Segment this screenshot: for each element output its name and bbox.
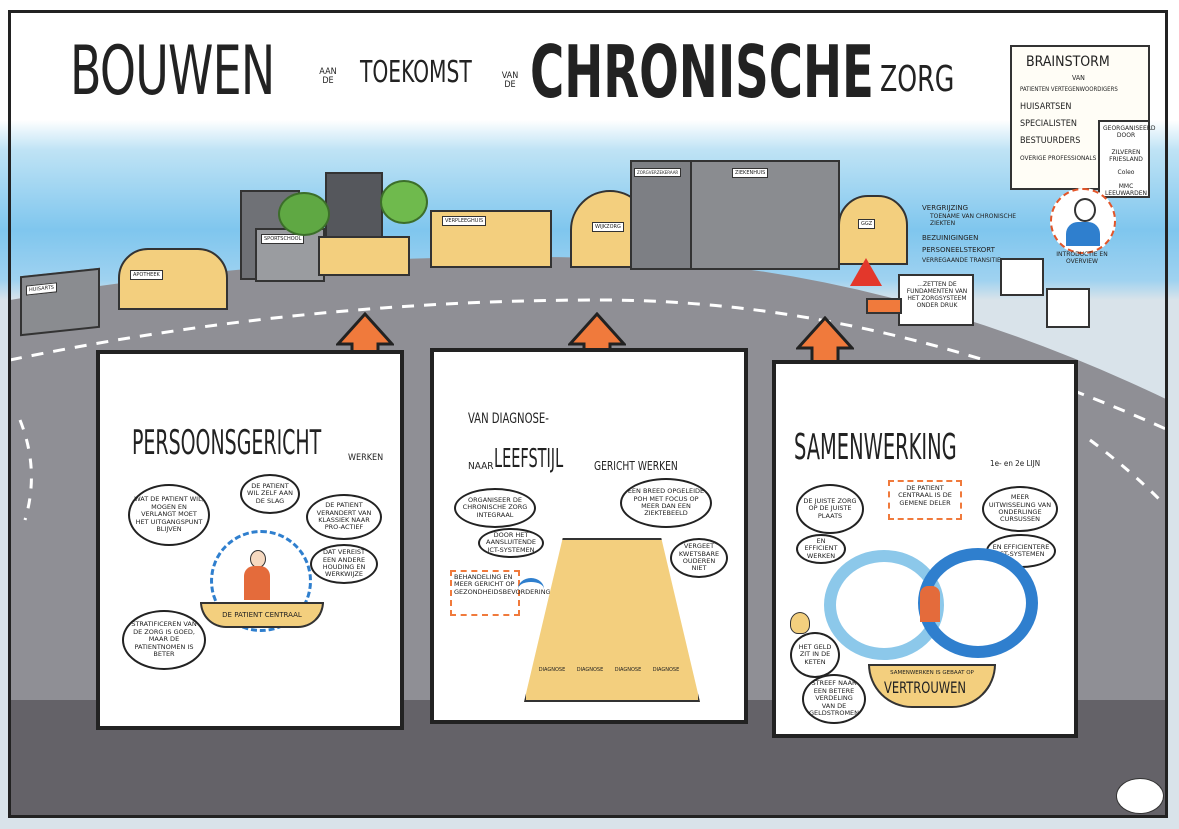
sign-verpleeghuis: VERPLEEGHUIS bbox=[442, 216, 487, 226]
organizer-1: ZILVEREN FRIESLAND bbox=[1109, 149, 1143, 163]
presenter-caption: INTRODUCTIE EN OVERVIEW bbox=[1056, 251, 1108, 265]
organizer-label: GEORGANISEERD DOOR bbox=[1103, 125, 1156, 139]
panel2-arch-1: DIAGNOSE bbox=[538, 667, 566, 673]
chart-sketch-icon bbox=[1000, 258, 1044, 296]
pressure-note: VERGRIJZING TOENAME VAN CHRONISCHE ZIEKT… bbox=[916, 196, 1032, 274]
panel3-ribbon-big: VERTROUWEN bbox=[884, 678, 967, 697]
warning-icon bbox=[850, 258, 882, 286]
money-bag-icon bbox=[790, 612, 810, 634]
sign-apotheek: APOTHEEK bbox=[130, 270, 163, 280]
title-word-chronische: CHRONISCHE bbox=[530, 30, 874, 114]
fundament-arrow bbox=[866, 298, 902, 314]
title-small-van-de: VAN DE bbox=[501, 71, 519, 90]
title-word-zorg: ZORG bbox=[880, 59, 955, 100]
sign-zorgverzekeraar: ZORGVERZEKERAAR bbox=[634, 168, 682, 177]
panel3-bubble-2: EN EFFICIENT WERKEN bbox=[796, 534, 846, 564]
panel3-bubble-3: MEER UITWISSELING VAN ONDERLINGE CURSUSS… bbox=[982, 486, 1058, 532]
tree-2 bbox=[380, 180, 428, 224]
panel2-bubble-1: ORGANISEER DE CHRONISCHE ZORG INTEGRAAL bbox=[454, 488, 536, 528]
panel1-bubble-3: DE PATIENT VERANDERT VAN KLASSIEK NAAR P… bbox=[306, 494, 382, 540]
panel3-ribbon: SAMENWERKEN IS GEBAAT OP VERTROUWEN bbox=[868, 664, 996, 708]
pressure-item-3: BEZUINIGINGEN bbox=[922, 234, 979, 242]
patient-figure-icon bbox=[242, 550, 272, 602]
panel1-bubble-1: WAT DE PATIENT WIL, MOGEN EN VERLANGT MO… bbox=[128, 484, 210, 546]
building-sportschool: SPORTSCHOOL bbox=[255, 228, 325, 282]
building-houses bbox=[318, 236, 410, 276]
organizer-2: Coleo bbox=[1117, 169, 1135, 176]
money-sketch-icon bbox=[1046, 288, 1090, 328]
panel2-line1: VAN DIAGNOSE- bbox=[468, 411, 549, 427]
building-apotheek: APOTHEEK bbox=[118, 248, 228, 310]
presenter-body bbox=[1066, 222, 1100, 246]
fundament-note: ...ZETTEN DE FUNDAMENTEN VAN HET ZORGSYS… bbox=[898, 274, 974, 326]
panel3-suffix: 1e- en 2e LIJN bbox=[990, 459, 1041, 468]
building-ziekenhuis: ZIEKENHUIS bbox=[690, 160, 840, 270]
brainstorm-line-1: PATIENTEN VERTEGENWOORDIGERS bbox=[1020, 86, 1118, 93]
panel2-bubble-3: EEN BREED OPGELEIDE POH MET FOCUS OP MEE… bbox=[620, 478, 712, 528]
panel2-line2-prefix: NAAR bbox=[468, 461, 494, 472]
panel1-ribbon-text: DE PATIENT CENTRAAL bbox=[222, 611, 302, 619]
panel1-suffix: WERKEN bbox=[348, 453, 384, 463]
artist-signature-logo bbox=[1116, 778, 1164, 814]
sign-ggz: GGZ bbox=[858, 219, 876, 229]
building-zorgverzekeraar: ZORGVERZEKERAAR bbox=[630, 160, 700, 270]
panel3-title: SAMENWERKING bbox=[794, 427, 957, 468]
sign-huisarts: HUISARTS bbox=[26, 282, 57, 296]
brainstorm-line-5: OVERIGE PROFESSIONALS bbox=[1020, 154, 1097, 162]
people-group-icon bbox=[1118, 345, 1162, 377]
panel3-note: DE PATIENT CENTRAAL IS DE GEMENE DELER bbox=[888, 480, 962, 520]
panel2-line2-suffix: GERICHT WERKEN bbox=[594, 459, 678, 473]
title-small-aan-de: AAN DE bbox=[319, 67, 337, 86]
sign-sportschool: SPORTSCHOOL bbox=[261, 234, 305, 244]
panel2-note: BEHANDELING EN MEER GERICHT OP GEZONDHEI… bbox=[450, 570, 551, 616]
panel3-bubble-5: HET GELD ZIT IN DE KETEN bbox=[790, 632, 840, 678]
fundament-text: ...ZETTEN DE FUNDAMENTEN VAN HET ZORGSYS… bbox=[906, 281, 968, 309]
presenter-avatar bbox=[1050, 188, 1116, 254]
title-word-bouwen: BOUWEN bbox=[70, 32, 275, 111]
panel2-line2-big: LEEFSTIJL bbox=[494, 444, 564, 474]
building-ggz: GGZ bbox=[838, 195, 908, 265]
panel3-bubble-1: DE JUISTE ZORG OP DE JUISTE PLAATS bbox=[796, 484, 864, 534]
tree-1 bbox=[278, 192, 330, 236]
pressure-item-4: PERSONEELSTEKORT bbox=[922, 246, 995, 254]
brainstorm-van: VAN bbox=[1072, 74, 1085, 82]
panel3-bubble-6: STREEF NAAR EEN BETERE VERDELING VAN DE … bbox=[802, 674, 866, 724]
panel-samenwerking: SAMENWERKING 1e- en 2e LIJN DE JUISTE ZO… bbox=[772, 360, 1078, 738]
panel1-bubble-2: DE PATIENT WIL ZELF AAN DE SLAG bbox=[240, 474, 300, 514]
panel2-note-text: BEHANDELING EN MEER GERICHT OP GEZONDHEI… bbox=[454, 573, 551, 596]
panel3-ribbon-small: SAMENWERKEN IS GEBAAT OP bbox=[890, 670, 974, 676]
presenter-head bbox=[1074, 198, 1096, 222]
panel3-note-text: DE PATIENT CENTRAAL IS DE GEMENE DELER bbox=[898, 484, 952, 507]
brainstorm-line-2: HUISARTSEN bbox=[1020, 102, 1072, 112]
panel2-bubble-2: DOOR HET AANSLUITENDE ICT-SYSTEMEN bbox=[478, 528, 544, 558]
patient-center-circle bbox=[210, 530, 312, 632]
organizer-3: MMC LEEUWARDEN bbox=[1104, 183, 1148, 197]
pressure-item-2: TOENAME VAN CHRONISCHE ZIEKTEN bbox=[930, 213, 1017, 227]
pressure-item-5: VERREGAANDE TRANSITIE bbox=[922, 257, 1001, 264]
organizer-note: GEORGANISEERD DOOR ZILVEREN FRIESLAND Co… bbox=[1098, 120, 1156, 198]
brainstorm-line-4: BESTUURDERS bbox=[1020, 136, 1081, 146]
panel-leefstijl: VAN DIAGNOSE- NAAR LEEFSTIJL GERICHT WER… bbox=[430, 348, 748, 724]
building-huisarts: HUISARTS bbox=[20, 267, 100, 337]
title-word-toekomst: TOEKOMST bbox=[360, 55, 472, 90]
panel1-bubble-5: STRATIFICEREN VAN DE ZORG IS GOED, MAAR … bbox=[122, 610, 206, 670]
panel3-patient-figure-icon bbox=[920, 586, 940, 622]
panel2-arch-2: DIAGNOSE bbox=[576, 667, 604, 673]
panel2-arch-4: DIAGNOSE bbox=[652, 667, 680, 673]
panel1-bubble-4: DAT VEREIST EEN ANDERE HOUDING EN WERKWI… bbox=[310, 544, 378, 584]
sign-wijkzorg: WIJKZORG bbox=[592, 222, 624, 232]
panel2-bubble-4: VERGEET KWETSBARE OUDEREN NIET bbox=[670, 538, 728, 578]
panel2-curved-arrow-icon bbox=[518, 578, 544, 600]
brainstorm-heading: BRAINSTORM bbox=[1026, 54, 1110, 70]
panel1-ribbon: DE PATIENT CENTRAAL bbox=[200, 602, 324, 628]
brainstorm-line-3: SPECIALISTEN bbox=[1020, 119, 1077, 129]
building-verpleeghuis: VERPLEEGHUIS bbox=[430, 210, 552, 268]
panel2-arch-3: DIAGNOSE bbox=[614, 667, 642, 673]
pressure-item-1: VERGRIJZING bbox=[922, 204, 969, 212]
panel1-title: PERSOONSGERICHT bbox=[132, 423, 322, 463]
panel-persoonsgericht: PERSOONSGERICHT WERKEN WAT DE PATIENT WI… bbox=[96, 350, 404, 730]
sign-ziekenhuis: ZIEKENHUIS bbox=[732, 168, 769, 178]
